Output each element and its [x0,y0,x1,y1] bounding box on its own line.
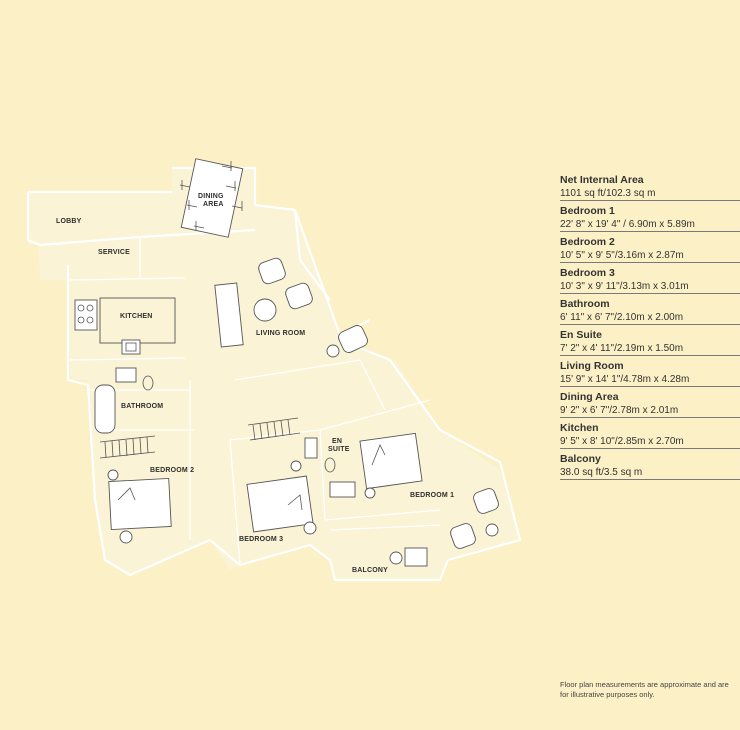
spec-row: Bedroom 1 22' 8" x 19' 4" / 6.90m x 5.89m [560,201,740,232]
spec-room-name: Bedroom 3 [560,267,615,279]
label-ensuite-1: EN [332,438,342,445]
spec-room-name: Net Internal Area [560,174,644,186]
label-dining-2: AREA [203,201,224,208]
balcony-furniture [389,547,428,567]
room-specs-list: Net Internal Area 1101 sq ft/102.3 sq m Be… [560,170,740,480]
spec-room-dimensions: 6' 11" x 6' 7"/2.10m x 2.00m [560,312,684,323]
bedroom3-furniture [246,417,317,535]
label-service: SERVICE [98,249,130,256]
spec-row: Bedroom 2 10' 5" x 9' 5"/3.16m x 2.87m [560,232,740,263]
dining-table [179,158,244,238]
spec-room-dimensions: 1101 sq ft/102.3 sq m [560,188,656,199]
spec-room-name: Living Room [560,360,624,372]
spec-room-dimensions: 10' 5" x 9' 5"/3.16m x 2.87m [560,250,684,261]
label-bedroom1: BEDROOM 1 [410,492,454,499]
spec-room-name: Kitchen [560,422,599,434]
spec-room-name: Bedroom 2 [560,236,615,248]
label-bedroom2: BEDROOM 2 [150,467,194,474]
room-labels: DINING AREA LOBBY SERVICE KITCHEN LIVING… [56,193,454,574]
spec-row: En Suite 7' 2" x 4' 11"/2.19m x 1.50m [560,325,740,356]
disclaimer-text: Floor plan measurements are approximate … [560,680,729,699]
label-living-room: LIVING ROOM [256,330,305,337]
spec-room-dimensions: 10' 3" x 9' 11"/3.13m x 3.01m [560,281,689,292]
label-bathroom: BATHROOM [121,403,163,410]
spec-row: Bathroom 6' 11" x 6' 7"/2.10m x 2.00m [560,294,740,325]
kitchen-fixtures [74,297,176,355]
spec-row: Living Room 15' 9" x 14' 1"/4.78m x 4.28m [560,356,740,387]
label-balcony: BALCONY [352,567,388,574]
label-kitchen: KITCHEN [120,313,153,320]
spec-row: Kitchen 9' 5" x 8' 10"/2.85m x 2.70m [560,418,740,449]
spec-room-dimensions: 15' 9" x 14' 1"/4.78m x 4.28m [560,374,690,385]
label-bedroom3: BEDROOM 3 [239,536,283,543]
spec-row: Net Internal Area 1101 sq ft/102.3 sq m [560,170,740,201]
label-lobby: LOBBY [56,218,82,225]
bathroom-fixtures [94,367,154,434]
label-dining-1: DINING [198,193,224,200]
bedroom2-furniture [99,435,172,544]
floor-plan: DINING AREA LOBBY SERVICE KITCHEN LIVING… [26,158,522,582]
outer-walls [26,166,522,582]
spec-room-dimensions: 9' 5" x 8' 10"/2.85m x 2.70m [560,436,684,447]
spec-room-name: Bathroom [560,298,610,310]
spec-room-dimensions: 22' 8" x 19' 4" / 6.90m x 5.89m [560,219,695,230]
ensuite-fixtures [304,437,356,498]
spec-room-name: Bedroom 1 [560,205,615,217]
spec-room-name: Balcony [560,453,601,465]
spec-row: Dining Area 9' 2" x 6' 7"/2.78m x 2.01m [560,387,740,418]
spec-room-dimensions: 38.0 sq ft/3.5 sq m [560,467,643,478]
spec-row: Balcony 38.0 sq ft/3.5 sq m [560,449,740,480]
living-room-furniture [214,257,368,358]
spec-room-dimensions: 7' 2" x 4' 11"/2.19m x 1.50m [560,343,684,354]
spec-room-dimensions: 9' 2" x 6' 7"/2.78m x 2.01m [560,405,679,416]
spec-row: Bedroom 3 10' 3" x 9' 11"/3.13m x 3.01m [560,263,740,294]
spec-room-name: En Suite [560,329,603,341]
label-ensuite-2: SUITE [328,446,350,453]
spec-room-name: Dining Area [560,391,619,403]
bedroom1-furniture [359,432,499,549]
